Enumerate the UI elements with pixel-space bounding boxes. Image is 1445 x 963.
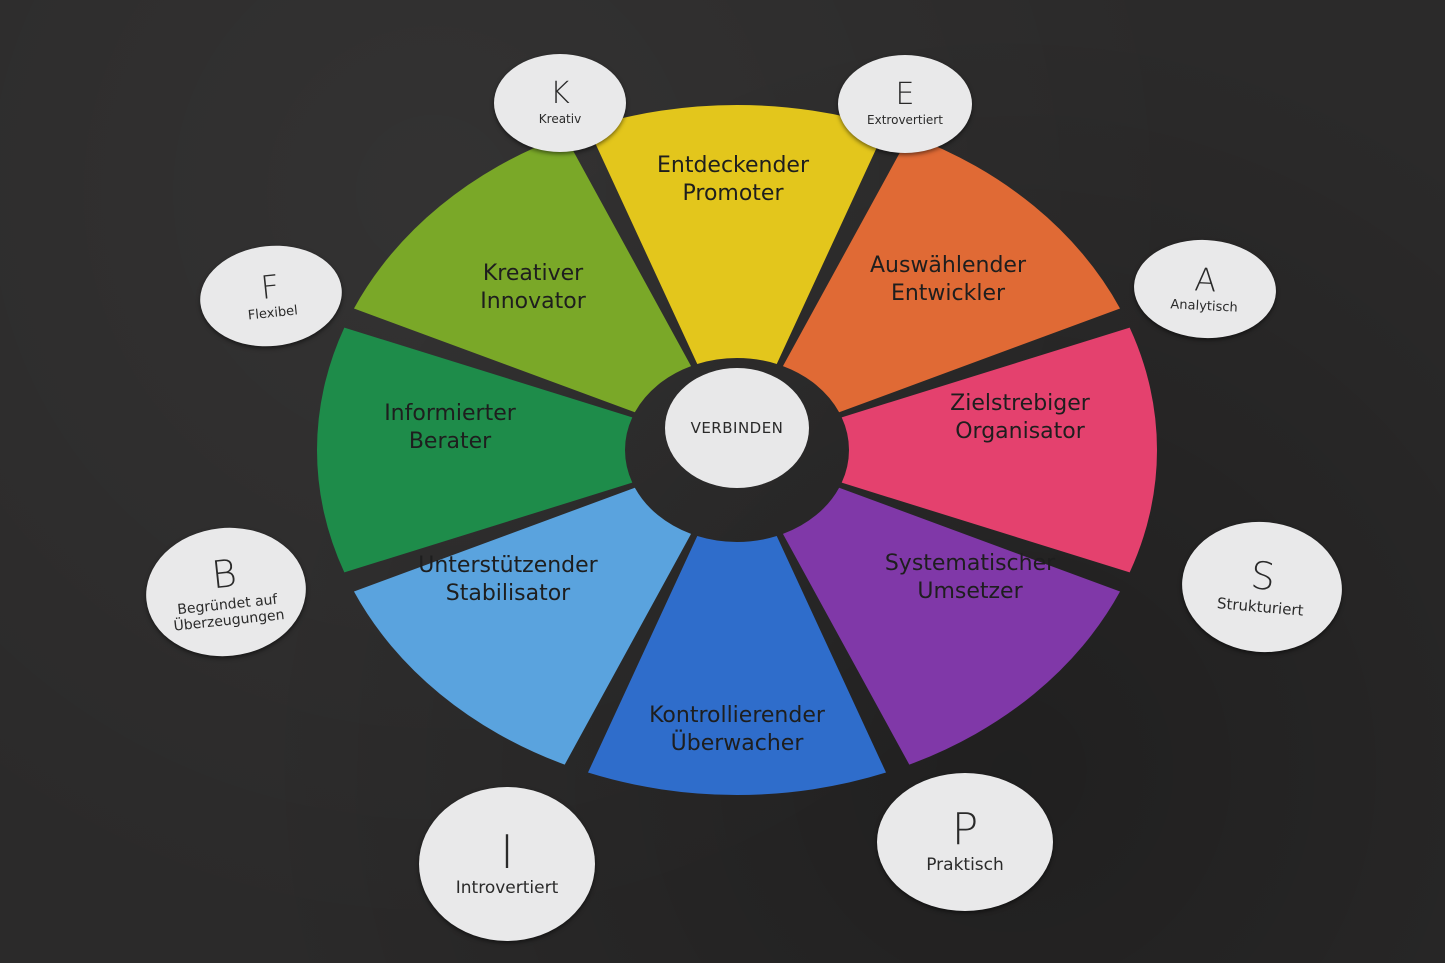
disc-letter: I [500,825,514,880]
center-label: VERBINDEN [691,419,784,437]
segment-label-entwickler-2: Entwickler [891,281,1006,306]
segment-label-berater-2: Berater [409,429,492,454]
disc-word: Strukturiert [1216,594,1305,621]
segment-label-organisator-1: Zielstrebiger [950,391,1091,416]
segment-ueberwacher [587,536,887,795]
disc-word: Analytisch [1170,296,1239,316]
segment-label-innovator-1: Kreativer [483,261,584,286]
disc-letter: F [258,266,282,307]
disc-letter: B [209,550,239,598]
disc-word: Begründet auf Überzeugungen [172,591,286,635]
segments-group: EntdeckenderPromoterAuswählenderEntwickl… [317,105,1157,795]
disc-letter: K [550,76,570,112]
disc-letter: S [1248,553,1277,600]
disc-k: K Kreativ [494,54,626,152]
segment-label-berater-1: Informierter [384,401,517,426]
segment-umsetzer [782,487,1121,765]
center-hub: VERBINDEN [665,368,809,488]
segment-label-umsetzer-2: Umsetzer [917,579,1023,604]
segment-label-innovator-2: Innovator [480,289,586,314]
segment-organisator [841,327,1157,573]
disc-letter: P [951,804,979,856]
segment-label-promoter-1: Entdeckender [657,153,810,178]
disc-word: Praktisch [926,855,1004,876]
disc-e: E Extrovertiert [838,55,972,153]
segment-label-ueberwacher-1: Kontrollierender [649,703,826,728]
segment-promoter [587,105,887,364]
disc-i: I Introvertiert [419,787,595,941]
segment-entwickler [782,135,1121,413]
segment-label-umsetzer-1: Systematischer [885,551,1056,576]
segment-label-entwickler-1: Auswählender [870,253,1027,278]
disc-word: Kreativ [538,112,582,127]
disc-p: P Praktisch [877,773,1053,911]
segment-stabilisator [353,487,692,765]
segment-label-promoter-2: Promoter [683,181,785,206]
disc-word: Extrovertiert [867,113,943,128]
disc-word: Introvertiert [455,878,559,899]
disc-letter: A [1193,259,1218,300]
disc-letter: E [895,77,915,113]
disc-word: Flexibel [247,302,299,324]
segment-berater [317,327,633,573]
segment-label-stabilisator-1: Unterstützender [418,553,598,578]
segment-label-organisator-2: Organisator [955,419,1086,444]
center-disc [665,368,809,488]
segment-label-ueberwacher-2: Überwacher [671,730,805,756]
segment-innovator [353,135,692,413]
segment-label-stabilisator-2: Stabilisator [446,581,571,606]
